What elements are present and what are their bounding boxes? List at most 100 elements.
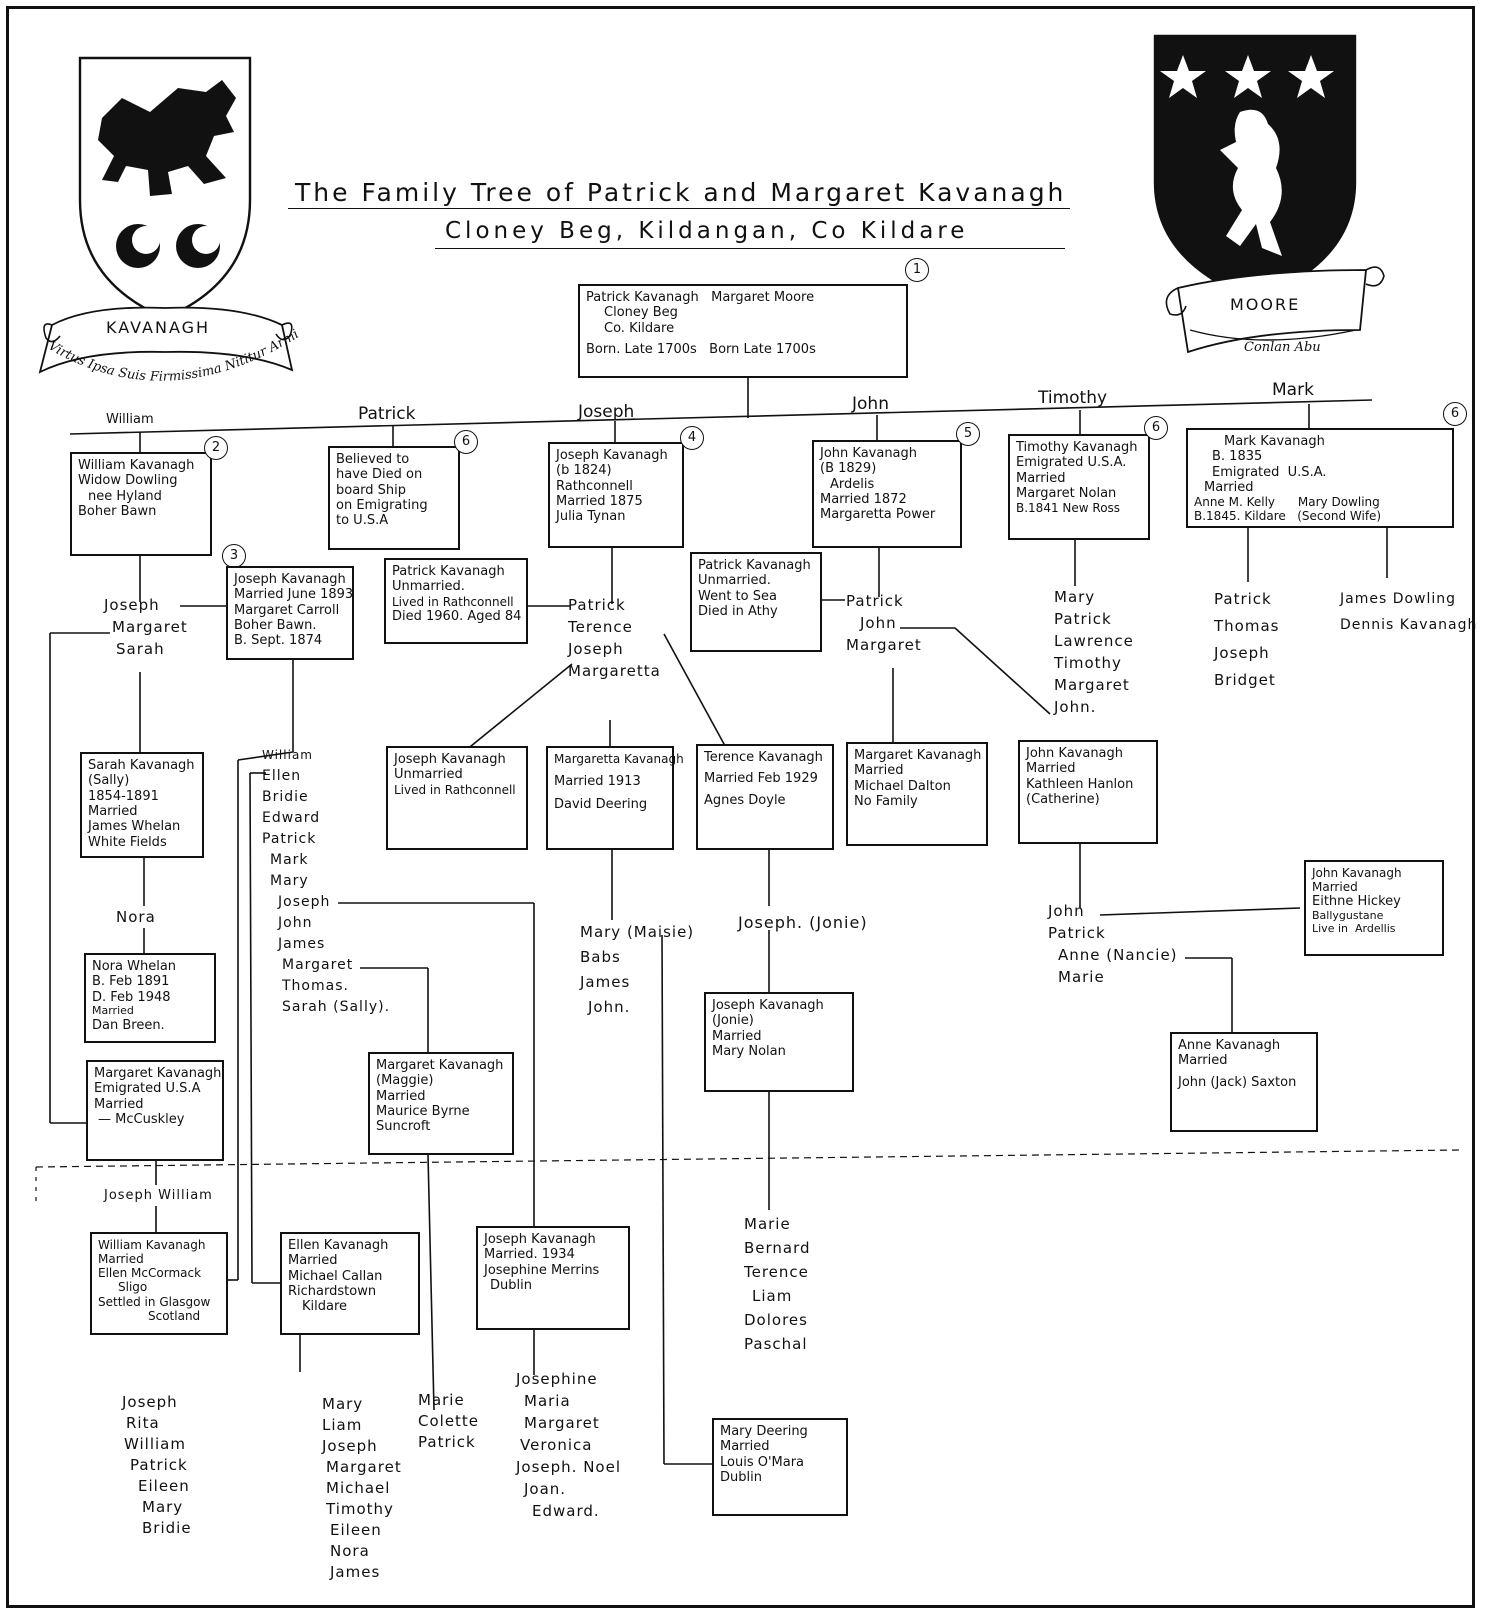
box-line: Believed to <box>336 452 410 467</box>
box-line: Married 1875 <box>556 493 643 509</box>
box-line: Margaret Nolan <box>1016 485 1117 501</box>
mark-children-list-2: James Dowling Dennis Kavanagh <box>1340 586 1477 638</box>
box-line: Married <box>88 803 138 819</box>
child-name: William <box>262 748 313 762</box>
box-line: have Died on <box>336 467 423 483</box>
box-line: B. 1835 <box>1212 449 1263 465</box>
root-line: Cloney Beg <box>604 305 678 321</box>
william-children-list: Joseph Margaret Sarah <box>104 594 188 660</box>
box-line: Went to Sea <box>698 588 777 604</box>
title-underline <box>288 208 1070 209</box>
child-name: Margaret <box>524 1414 600 1432</box>
jonie-box: Joseph Kavanagh (Jonie) Married Mary Nol… <box>704 992 854 1092</box>
john-hanlon-box: John Kavanagh Married Kathleen Hanlon (C… <box>1018 740 1158 844</box>
box-line: Married <box>720 1439 770 1455</box>
box-line: Married <box>98 1252 144 1267</box>
moore-crest-motto: Conlan Abu <box>1244 340 1321 355</box>
timothy-children-list: Mary Patrick Lawrence Timothy Margaret J… <box>1054 586 1134 718</box>
terence-box: Terence Kavanagh Married Feb 1929 Agnes … <box>696 744 834 850</box>
patrick-sea-box: Patrick Kavanagh Unmarried. Went to Sea … <box>690 552 822 652</box>
box-line: Married <box>1026 761 1076 777</box>
subtitle-underline <box>435 248 1065 249</box>
box-line: Joseph Kavanagh <box>394 752 506 767</box>
child-name: Mary <box>142 1498 184 1516</box>
moore-crest-name: MOORE <box>1230 295 1301 314</box>
child-name: Bridie <box>262 789 309 805</box>
root-couple-box: Patrick Kavanagh Margaret Moore Cloney B… <box>578 284 908 378</box>
box-line: Ellen McCormack <box>98 1266 202 1281</box>
child-name: John <box>860 614 897 632</box>
box-line: Emigrated U.S.A. <box>1016 455 1127 471</box>
child-name: Terence <box>744 1263 809 1281</box>
terence-children-list: Joseph. (Jonie) <box>738 912 868 934</box>
child-name: Sarah (Sally). <box>282 999 391 1015</box>
child-name: Maria <box>524 1392 571 1410</box>
box-line: Terence Kavanagh <box>704 750 823 765</box>
child-name: Patrick <box>418 1433 476 1451</box>
child-name: Babs <box>580 948 621 966</box>
box-line: Lived in Rathconnell <box>392 594 514 609</box>
child-name: Marie <box>418 1391 465 1409</box>
child-name: John. <box>1054 698 1097 716</box>
child-name: John <box>278 915 313 931</box>
child-name: Patrick <box>1214 590 1272 608</box>
box-line: Margaret Carroll <box>234 602 340 618</box>
box-line: Settled in Glasgow <box>98 1294 211 1309</box>
child-name: Anne (Nancie) <box>1058 946 1178 964</box>
gen1-label-john: John <box>852 394 889 414</box>
child-name: John <box>1048 902 1085 920</box>
child-name: Patrick <box>846 592 904 610</box>
box-line: board Ship <box>336 482 407 498</box>
box-line: Joseph Kavanagh <box>234 572 346 587</box>
box-line: Scotland <box>148 1308 201 1323</box>
child-name: Timothy <box>326 1500 394 1518</box>
margaretta-children-list: Mary (Maisie) Babs James John. <box>580 920 694 1020</box>
child-name: Margaret <box>326 1458 402 1476</box>
number-badge: 5 <box>956 422 980 446</box>
box-line: Louis O'Mara <box>720 1454 805 1470</box>
child-name: Veronica <box>520 1436 593 1454</box>
box-line: Live in Ardellis <box>1312 921 1396 935</box>
child-name: Joseph <box>122 1393 178 1411</box>
child-name: Mary <box>322 1395 364 1413</box>
box-line: Married <box>92 1003 134 1017</box>
child-name: Eileen <box>330 1521 382 1539</box>
child-name: Bernard <box>744 1239 811 1257</box>
box-line: (Catherine) <box>1026 791 1100 807</box>
ellen-callan-children-list: Mary Liam Joseph Margaret Michael Timoth… <box>322 1394 402 1583</box>
child-name: Lawrence <box>1054 632 1134 650</box>
box-line: Mary Nolan <box>712 1043 786 1059</box>
box-line: (B 1829) <box>820 461 877 477</box>
box-line: Lived in Rathconnell <box>394 782 516 797</box>
box-line: Michael Dalton <box>854 778 951 794</box>
box-line: Josephine Merrins <box>484 1262 600 1278</box>
child-name: William <box>124 1435 186 1453</box>
box-line: Married <box>1178 1053 1228 1069</box>
box-line: B.1841 New Ross <box>1016 501 1121 516</box>
box-line: Dublin <box>720 1469 762 1485</box>
box-line: Patrick Kavanagh <box>392 564 505 579</box>
john-children-list: Patrick John Margaret <box>846 590 922 656</box>
number-badge: 6 <box>1443 402 1467 426</box>
box-line: Margaret Kavanagh <box>94 1066 222 1081</box>
box-line: Died 1960. Aged 84 <box>392 608 522 624</box>
mary-deering-box: Mary Deering Married Louis O'Mara Dublin <box>712 1418 848 1516</box>
joseph-jnr-children-list: William Ellen Bridie Edward Patrick Mark… <box>262 745 390 1018</box>
box-line: Joseph Kavanagh <box>484 1232 596 1247</box>
child-name: Sarah <box>116 640 165 658</box>
box-line: White Fields <box>88 834 167 850</box>
box-line: Margaretta Kavanagh <box>554 752 684 766</box>
ellen-callan-box: Ellen Kavanagh Married Michael Callan Ri… <box>280 1232 420 1335</box>
child-name: Mary <box>270 873 309 889</box>
number-badge: 4 <box>680 426 704 450</box>
box-line: Married <box>712 1028 762 1044</box>
box-line: Ballygustane <box>1312 908 1384 922</box>
joseph-1934-box: Joseph Kavanagh Married. 1934 Josephine … <box>476 1226 630 1330</box>
box-line: (Sally) <box>88 773 130 789</box>
box-line: Julia Tynan <box>556 509 626 525</box>
patrick-rathconnell-box: Patrick Kavanagh Unmarried. Lived in Rat… <box>384 558 528 644</box>
box-line: nee Hyland <box>88 488 162 504</box>
child-name: Marie <box>744 1215 791 1233</box>
number-badge: 6 <box>1144 416 1168 440</box>
child-name: Thomas. <box>282 978 349 994</box>
